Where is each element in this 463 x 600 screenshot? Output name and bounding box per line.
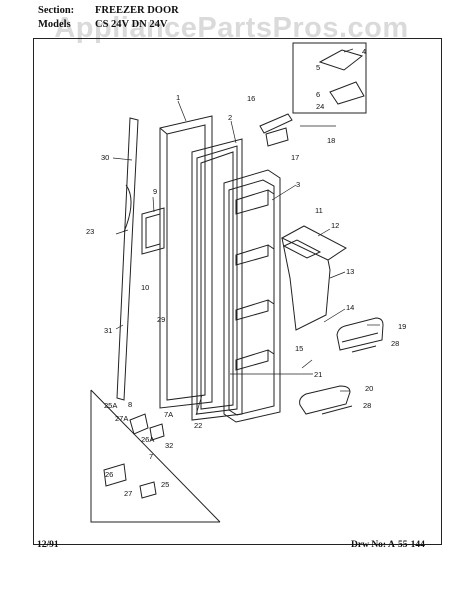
callout-26: 26 (105, 470, 113, 479)
callout-6: 6 (316, 90, 320, 99)
callout-25a: 25A (104, 401, 117, 410)
door-hinge (259, 113, 293, 147)
callout-8a: 8 (128, 400, 132, 409)
callout-13: 13 (346, 267, 354, 276)
callout-30: 30 (101, 153, 109, 162)
callout-7: 7 (149, 452, 153, 461)
callout-28b: 28 (363, 401, 371, 410)
model-numbers: CS 24V DN 24V (95, 19, 168, 30)
callout-32: 32 (165, 441, 173, 450)
callout-17: 17 (291, 153, 299, 162)
callout-7a: 7A (164, 410, 173, 419)
callout-23: 23 (86, 227, 94, 236)
callout-9: 9 (153, 187, 157, 196)
hinge-inset (292, 42, 367, 114)
door-liner (223, 169, 281, 423)
callout-5: 5 (316, 63, 320, 72)
drawing-number: Drw No: A-55-144 (351, 540, 425, 550)
callout-19: 19 (398, 322, 406, 331)
callout-29: 29 (157, 315, 165, 324)
dispenser-chute (280, 225, 347, 331)
callout-21: 21 (314, 370, 322, 379)
callout-2: 2 (228, 113, 232, 122)
callout-26a: 26A (141, 435, 154, 444)
callout-22: 22 (194, 421, 202, 430)
callout-31: 31 (104, 326, 112, 335)
callout-1: 1 (176, 93, 180, 102)
door-shelf-rail (299, 385, 351, 415)
callout-15: 15 (295, 344, 303, 353)
outer-door-panel (159, 115, 213, 409)
callout-14: 14 (346, 303, 354, 312)
callout-12: 12 (331, 221, 339, 230)
callout-27a: 27A (115, 414, 128, 423)
callout-24: 24 (316, 102, 324, 111)
callout-3: 3 (296, 180, 300, 189)
callout-20: 20 (365, 384, 373, 393)
section-title: FREEZER DOOR (95, 5, 179, 16)
bracket-inset (90, 389, 221, 523)
callout-16: 16 (247, 94, 255, 103)
callout-27: 27 (124, 489, 132, 498)
callout-28: 28 (391, 339, 399, 348)
callout-4: 4 (362, 47, 366, 56)
door-handle-trim (116, 117, 139, 401)
callout-18: 18 (327, 136, 335, 145)
callout-11: 11 (315, 206, 323, 215)
diagram-frame (33, 38, 442, 545)
callout-10: 10 (141, 283, 149, 292)
cover-plate (141, 207, 165, 255)
section-label: Section: (38, 5, 75, 16)
callout-25: 25 (161, 480, 169, 489)
drawing-date: 12/91 (37, 540, 59, 550)
model-label: Models (38, 19, 71, 30)
door-shelf-bin (336, 317, 384, 351)
door-gasket (191, 138, 243, 421)
